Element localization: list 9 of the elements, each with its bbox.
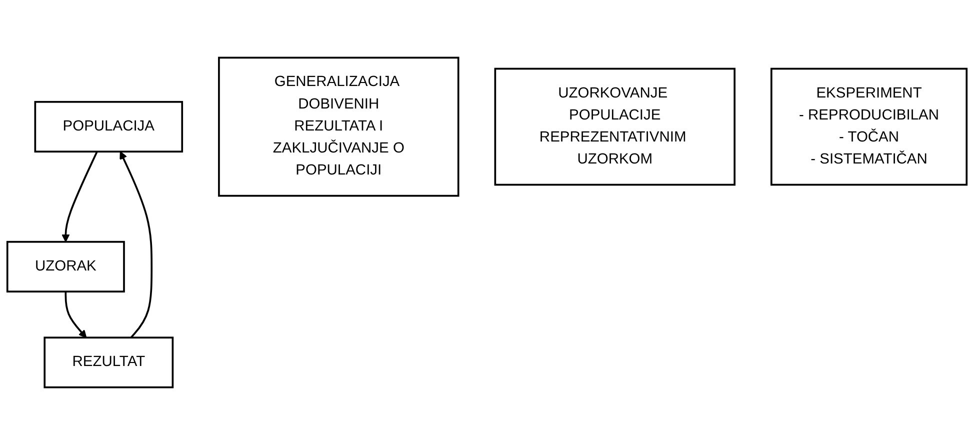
node-box: UZORKOVANJE POPULACIJE REPREZENTATIVNIM UZORKOM xyxy=(494,68,736,186)
node-box: GENERALIZACIJA DOBIVENIH REZULTATA I ZAKLJUČIVANJE O POPULACIJI xyxy=(218,56,460,197)
node-box: UZORAK xyxy=(6,240,125,292)
node-box: EKSPERIMENT - REPRODUCIBILAN - TOČAN - SISTEMATIČAN xyxy=(770,68,968,186)
node-box: REZULTAT xyxy=(44,336,174,388)
arrow xyxy=(120,151,153,338)
arrow xyxy=(64,292,87,338)
node-box: POPULACIJA xyxy=(34,100,184,153)
arrow xyxy=(62,151,98,242)
